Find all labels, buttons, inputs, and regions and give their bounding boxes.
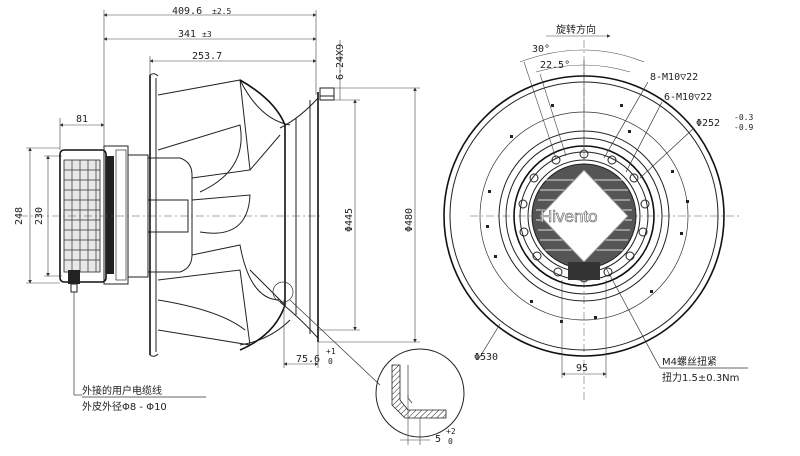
gap-5-dim: 5 [435,434,441,445]
front-view: Hivento 旋转方向 30° 22.5° 8-M10▽22 6-M10▽22… [443,23,753,400]
length-253-dim: 253.7 [192,51,222,62]
dia-252-tol-up: -0.3 [734,113,753,122]
thread-8-callout: 8-M10▽22 [650,72,698,83]
motor-body [59,145,149,293]
angle-22-dim: 22.5° [540,60,570,71]
offset-75-dim: 75.6 [296,354,320,365]
bolt-note-2: 扭力1.5±0.3Nm [662,371,739,384]
holes-6x9-dim: 6-24X9 [335,44,346,80]
length-341-dim: 341 [178,29,196,40]
side-view: 409.6 ±2.5 341 ±3 253.7 81 248 230 [14,6,420,413]
blade-marks [486,104,689,323]
cable-note-1: 外接的用户电缆线 [82,384,162,397]
dim-95: 95 [576,363,588,374]
offset-75-tol-down: 0 [328,357,333,366]
cable-note-2: 外皮外径Φ8 - Φ10 [82,400,167,413]
motor-face [531,163,637,280]
length-341-tol: ±3 [202,30,212,39]
impeller-backplate [149,73,159,357]
dia-252-callout: Φ252 [696,118,720,129]
impeller-blades [157,79,291,346]
dia-480-dim: Φ480 [404,208,415,232]
overall-length-dim: 409.6 [172,6,202,17]
dia-530-callout: Φ530 [474,352,498,363]
inlet-ring [318,87,420,343]
dia-252-tol-down: -0.9 [734,123,753,132]
thread-6-callout: 6-M10▽22 [664,92,712,103]
width-81-dim: 81 [76,114,88,125]
dia-445-dim: Φ445 [344,208,355,232]
height-248-dim: 248 [14,207,25,225]
impeller-shroud [239,79,319,351]
detail-view: 5 +2 0 [375,348,465,446]
offset-75-tol-up: +1 [326,347,336,356]
gap-5-tol-down: 0 [448,437,453,446]
overall-length-tol: ±2.5 [212,7,231,16]
gap-5-tol-up: +2 [446,427,456,436]
watermark: Hivento [540,207,598,226]
angle-30-dim: 30° [532,44,550,55]
bolt-note-1: M4螺丝扭紧 [662,355,717,368]
rotation-label: 旋转方向 [556,23,596,36]
